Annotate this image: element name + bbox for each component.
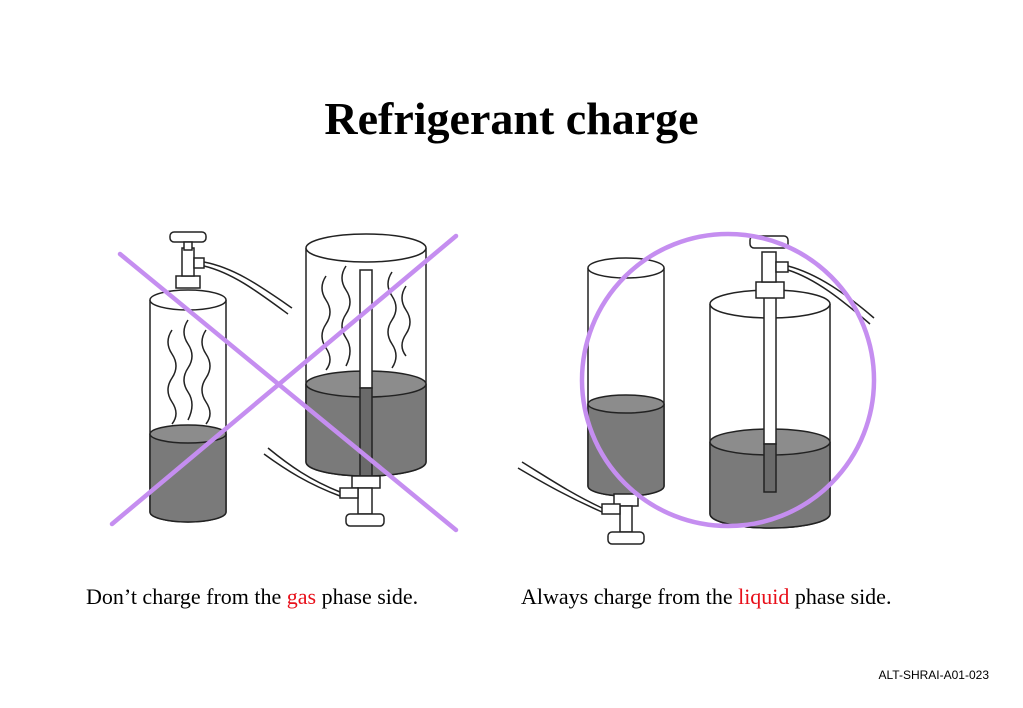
approval-circle [579,231,877,529]
liquid-fill [588,404,664,496]
caption-liquid-side: Always charge from the liquid phase side… [521,584,892,609]
caption-gas-side: Don’t charge from the gas phase side. [86,584,419,609]
cross-out-mark [109,233,459,533]
cylinder-upright-dip-tube [709,235,875,529]
cylinder-inverted-dip-tube [263,233,427,527]
cylinder-inverted-liquid-valve [517,257,665,545]
slide-title: Refrigerant charge [324,93,699,144]
highlight-liquid: liquid [738,584,790,609]
cylinder-upright-gas-valve [149,231,293,523]
highlight-gas: gas [286,584,317,609]
document-code: ALT-SHRAI-A01-023 [878,668,990,682]
liquid-fill [150,434,226,522]
